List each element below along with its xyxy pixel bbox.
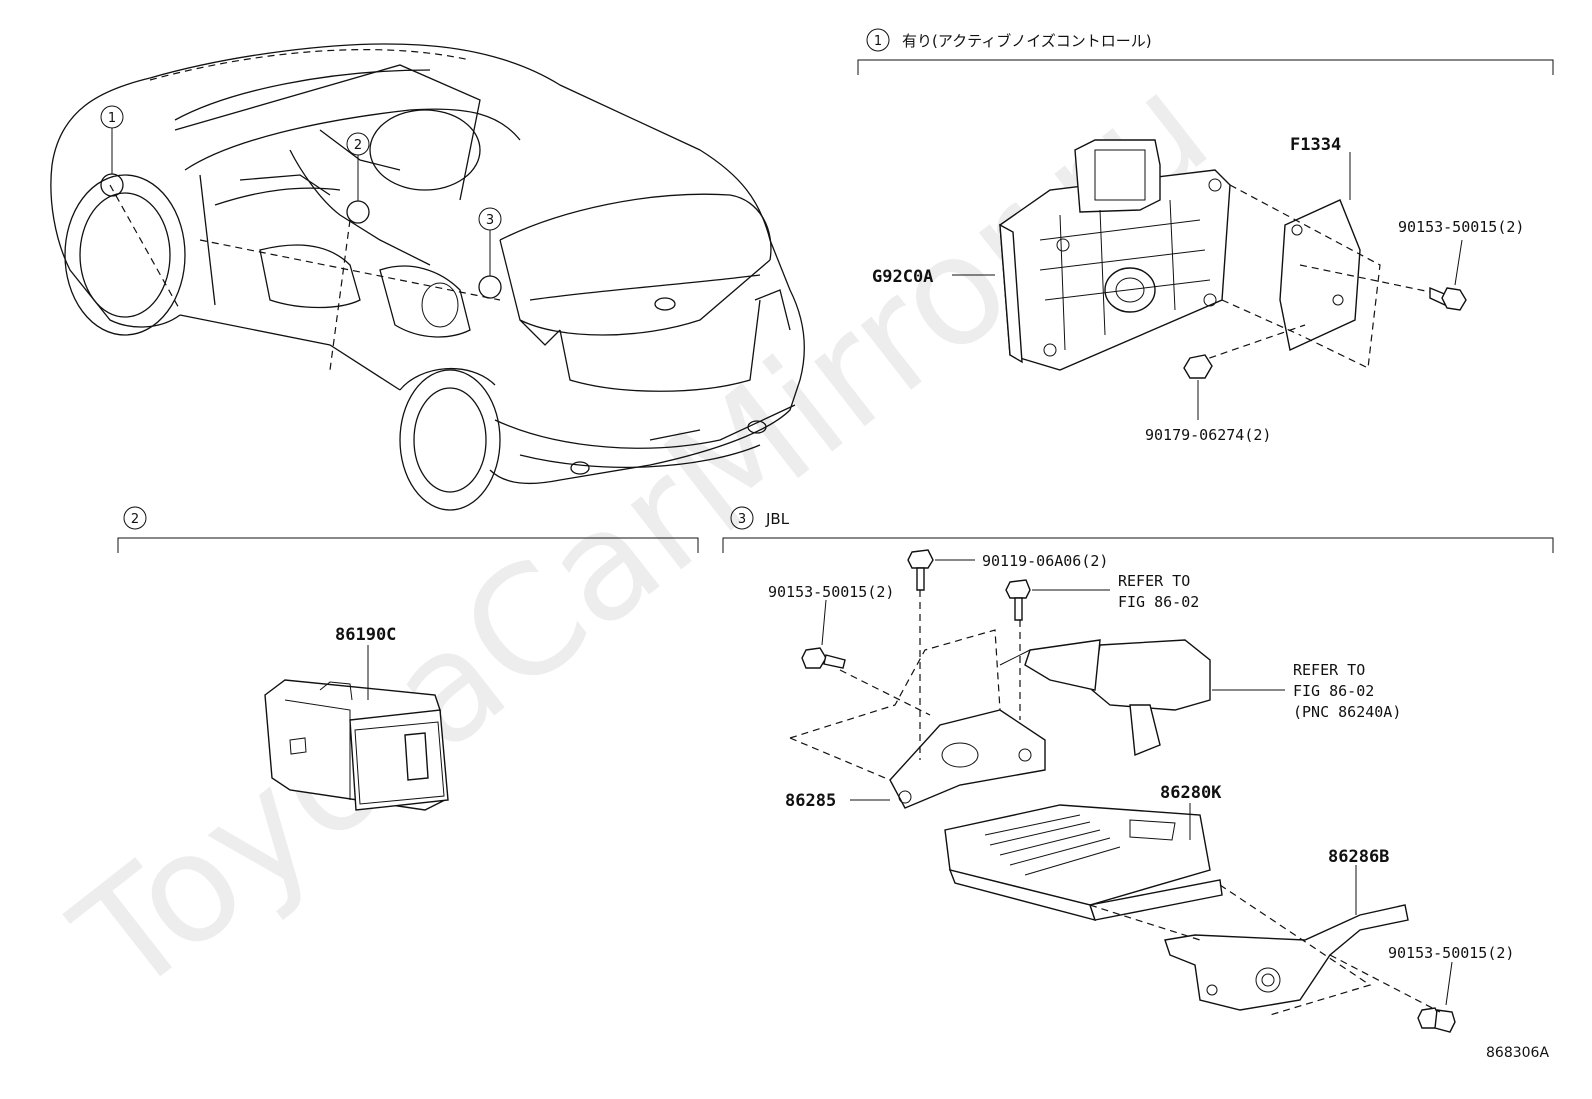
label-bolt-90153-a: 90153-50015(2) <box>1398 218 1524 236</box>
anc-module-drawing <box>999 139 1231 371</box>
callout-badge-1 <box>100 105 124 129</box>
bolt-90153-drawing-c <box>1417 1007 1456 1033</box>
nut-90179-drawing <box>1183 354 1213 379</box>
bracket-86286b-drawing <box>1164 904 1409 1011</box>
bolt-90153-drawing-a <box>1429 286 1467 311</box>
label-refer2-line3: (PNC 86240A) <box>1293 703 1401 721</box>
label-g92c0a: G92C0A <box>872 267 933 287</box>
label-86280k: 86280K <box>1160 783 1222 803</box>
section-3-number: 3 <box>738 512 746 527</box>
amplifier-refer-drawing <box>999 639 1211 756</box>
section-1-bracket <box>857 59 1554 75</box>
label-refer2-line1: REFER TO <box>1293 661 1365 679</box>
callout-badge-2 <box>346 132 370 156</box>
switch-86190c-drawing <box>264 679 449 811</box>
bolt-refer-drawing <box>1005 579 1031 621</box>
section-2-bracket <box>117 537 699 553</box>
label-refer2-line2: FIG 86-02 <box>1293 682 1374 700</box>
section-3-bracket <box>722 537 1554 553</box>
callout-label-3: 3 <box>486 213 494 228</box>
label-bolt-90153-c: 90153-50015(2) <box>1388 944 1514 962</box>
f1334-bracket-drawing <box>1279 199 1361 352</box>
label-bolt-90119: 90119-06A06(2) <box>982 552 1108 570</box>
callout-marker-3 <box>478 275 502 299</box>
section-1-title: 有り(アクティブノイズコントロール) <box>902 32 1152 50</box>
label-86286b: 86286B <box>1328 847 1389 867</box>
section-3-badge <box>730 506 754 530</box>
section-1-number: 1 <box>874 34 882 49</box>
section-2: 2 86190C <box>117 506 699 811</box>
label-86190c: 86190C <box>335 625 396 645</box>
section-2-badge <box>123 506 147 530</box>
label-refer1-line1: REFER TO <box>1118 572 1190 590</box>
bolt-90153-drawing-b <box>801 647 846 669</box>
section-3: 3 JBL 90119-06A06(2) REFER TO FIG 86-02 … <box>722 506 1554 1033</box>
label-refer1-line2: FIG 86-02 <box>1118 593 1199 611</box>
callout-marker-2 <box>346 200 370 224</box>
label-f1334: F1334 <box>1290 135 1341 155</box>
bolt-90119-drawing <box>907 549 934 591</box>
label-86285: 86285 <box>785 791 836 811</box>
bracket-86285-drawing <box>889 709 1046 809</box>
callout-label-1: 1 <box>108 111 116 126</box>
figure-code: 868306A <box>1486 1045 1549 1061</box>
callout-label-2: 2 <box>354 138 362 153</box>
label-nut-90179: 90179-06274(2) <box>1145 426 1271 444</box>
vehicle-overview: 1 2 3 <box>50 43 805 511</box>
callout-badge-3 <box>478 207 502 231</box>
section-2-number: 2 <box>131 512 139 527</box>
section-1-badge <box>866 28 890 52</box>
section-3-title: JBL <box>765 510 790 528</box>
amplifier-86280k-drawing <box>944 804 1223 922</box>
section-1: 1 有り(アクティブノイズコントロール) G92C0A F1334 <box>857 28 1554 444</box>
label-bolt-90153-b: 90153-50015(2) <box>768 583 894 601</box>
